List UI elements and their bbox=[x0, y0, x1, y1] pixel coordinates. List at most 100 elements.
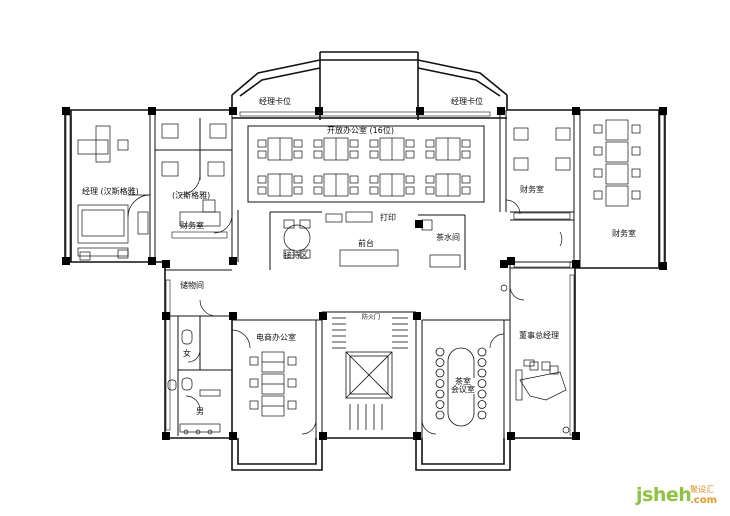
office-chair bbox=[593, 190, 603, 200]
office-chair bbox=[349, 175, 359, 184]
office-chair bbox=[593, 146, 603, 156]
office-chair bbox=[249, 378, 259, 388]
office-chair bbox=[313, 139, 323, 148]
office-chair bbox=[405, 186, 415, 195]
doors bbox=[127, 174, 563, 435]
column bbox=[659, 107, 667, 115]
column bbox=[572, 260, 580, 268]
label-open-office: 开放办公室 (16位) bbox=[326, 126, 395, 135]
site-logo-domain: .com bbox=[690, 495, 718, 506]
office-chair bbox=[313, 186, 323, 195]
office-chair bbox=[313, 150, 323, 159]
label-ecommerce-office: 电商办公室 bbox=[256, 333, 296, 342]
office-chair bbox=[405, 175, 415, 184]
office-chair bbox=[257, 175, 267, 184]
column bbox=[162, 260, 170, 268]
column bbox=[416, 107, 424, 115]
office-chair bbox=[405, 150, 415, 159]
column bbox=[229, 257, 237, 265]
office-chair bbox=[405, 139, 415, 148]
office-chair bbox=[425, 175, 435, 184]
meeting-chair bbox=[435, 410, 445, 420]
label-finance-right: 财务室 bbox=[612, 229, 636, 238]
office-chair bbox=[369, 175, 379, 184]
label-chairman-gm: 董事总经理 bbox=[519, 331, 559, 340]
column bbox=[572, 107, 580, 115]
reception-furniture bbox=[283, 211, 461, 268]
office-chair bbox=[313, 175, 323, 184]
label-manager-card-left: 经理卡位 bbox=[259, 97, 291, 106]
column bbox=[319, 312, 327, 320]
chairman-furniture bbox=[500, 284, 570, 434]
office-chair bbox=[425, 186, 435, 195]
column bbox=[315, 107, 323, 115]
column bbox=[413, 432, 421, 440]
meeting-chair bbox=[477, 379, 487, 388]
stair-core bbox=[332, 317, 408, 430]
column bbox=[507, 432, 515, 440]
column bbox=[500, 260, 508, 268]
label-storage: 储物间 bbox=[180, 281, 204, 290]
column bbox=[319, 432, 327, 440]
office-chair bbox=[425, 150, 435, 159]
office-chair bbox=[555, 157, 571, 171]
office-chair bbox=[293, 175, 303, 184]
right-finance-furniture bbox=[513, 119, 641, 207]
office-chair bbox=[461, 175, 471, 184]
office-chair bbox=[461, 139, 471, 148]
meeting-chair bbox=[435, 379, 445, 388]
office-chair bbox=[631, 190, 641, 200]
label-hansge: (汉斯格雅) bbox=[172, 191, 211, 200]
label-tea-room-meeting: 茶室 会议室 bbox=[450, 377, 476, 394]
office-chair bbox=[287, 378, 297, 388]
office-chair bbox=[249, 356, 259, 366]
meeting-chair bbox=[477, 400, 487, 409]
office-chair bbox=[287, 356, 297, 366]
meeting-chair bbox=[477, 389, 487, 399]
column bbox=[659, 262, 667, 270]
office-chair bbox=[461, 186, 471, 195]
office-chair bbox=[293, 186, 303, 195]
meeting-chair bbox=[435, 400, 445, 409]
restroom-fixtures bbox=[167, 329, 221, 435]
meeting-chair bbox=[477, 358, 487, 367]
column bbox=[229, 107, 237, 115]
interior-walls bbox=[149, 110, 581, 438]
label-print: 打印 bbox=[380, 213, 396, 222]
meeting-chair bbox=[435, 347, 445, 357]
column bbox=[413, 312, 421, 320]
column bbox=[62, 107, 70, 115]
column bbox=[507, 257, 515, 265]
office-chair bbox=[293, 150, 303, 159]
office-chair bbox=[257, 186, 267, 195]
office-chair bbox=[369, 150, 379, 159]
meeting-chair bbox=[435, 368, 445, 378]
left-finance-furniture bbox=[161, 123, 227, 227]
open-office-desks bbox=[257, 137, 471, 197]
workstation bbox=[605, 163, 629, 185]
exterior-walls bbox=[64, 51, 666, 471]
meeting-chair bbox=[477, 410, 487, 420]
column bbox=[62, 257, 70, 265]
site-logo: jsheh bbox=[636, 484, 692, 506]
office-chair bbox=[369, 139, 379, 148]
office-chair bbox=[555, 127, 571, 141]
column bbox=[497, 107, 505, 115]
office-chair bbox=[349, 139, 359, 148]
office-chair bbox=[593, 124, 603, 134]
ecommerce-desks bbox=[249, 351, 297, 417]
column bbox=[229, 432, 237, 440]
office-chair bbox=[513, 157, 529, 171]
workstation bbox=[605, 185, 629, 207]
office-chair bbox=[631, 168, 641, 178]
label-tea-room: 茶水间 bbox=[436, 233, 460, 242]
column bbox=[162, 312, 170, 320]
office-chair bbox=[293, 139, 303, 148]
column bbox=[148, 257, 156, 265]
office-chair bbox=[425, 139, 435, 148]
meeting-chair bbox=[477, 347, 487, 357]
meeting-chair bbox=[435, 389, 445, 399]
label-women: 女 bbox=[183, 349, 191, 358]
